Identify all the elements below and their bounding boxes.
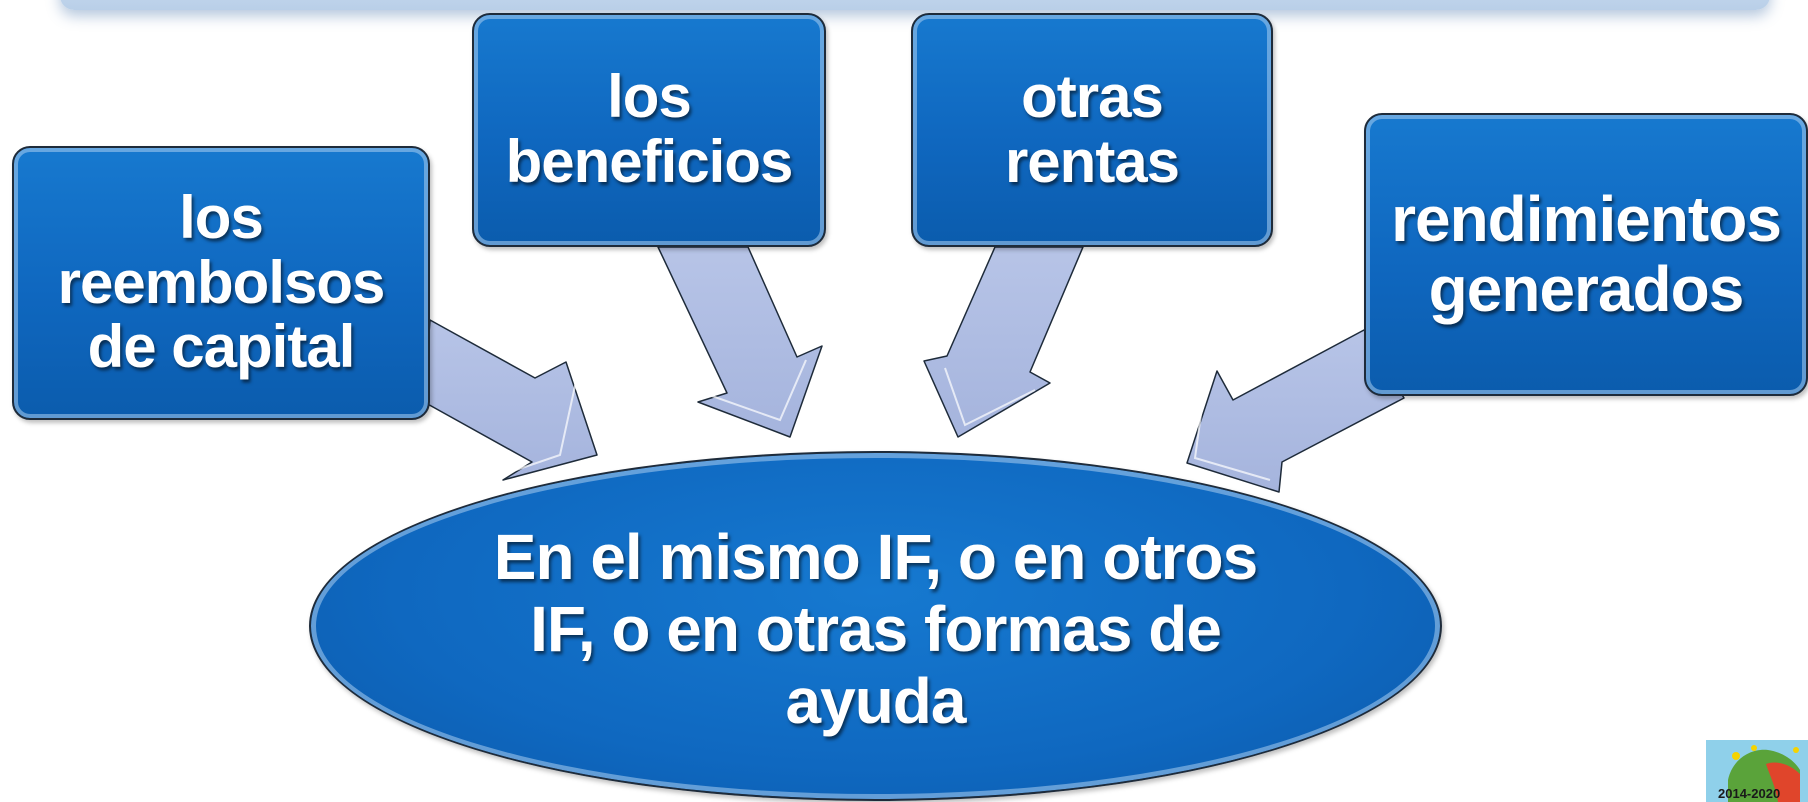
box-rendimientos-generados: rendimientos generados: [1364, 113, 1808, 396]
logo-years: 2014-2020: [1718, 786, 1780, 801]
box-reembolsos-capital: los reembolsos de capital: [12, 146, 430, 420]
box-otras-rentas: otras rentas: [911, 13, 1273, 247]
target-text: En el mismo IF, o en otros IF, o en otra…: [493, 521, 1258, 737]
arrow-capital: [423, 319, 598, 481]
eu-map-logo-icon: 2014-2020: [1706, 740, 1808, 802]
target-ellipse: En el mismo IF, o en otros IF, o en otra…: [309, 451, 1442, 801]
arrow-rentas: [923, 246, 1084, 438]
arrow-rendimientos: [1186, 329, 1405, 493]
box-beneficios: los beneficios: [472, 13, 826, 247]
top-banner-strip: [60, 0, 1770, 10]
arrow-beneficios: [657, 246, 823, 438]
